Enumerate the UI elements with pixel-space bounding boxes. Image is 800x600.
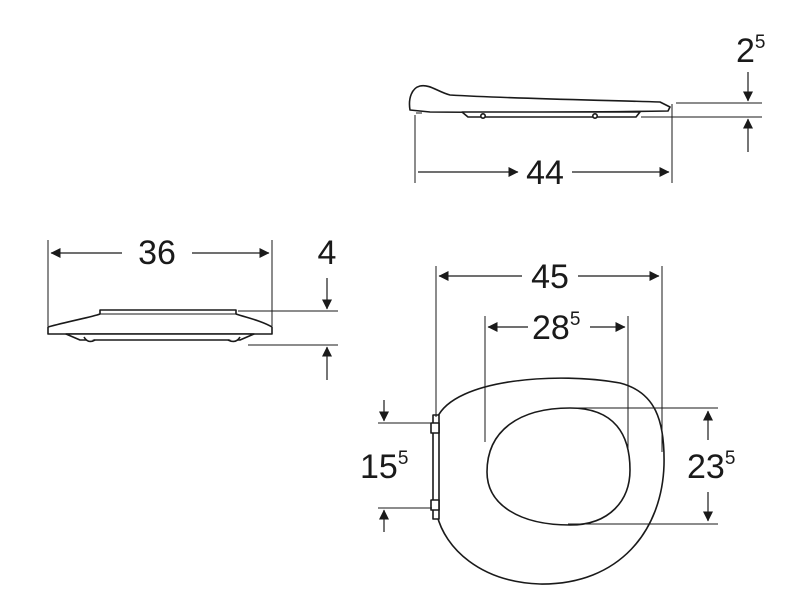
top-view-hinge-top [430,422,440,434]
top-view-hinge-bottom [430,499,440,511]
top-width-label: 45 [531,258,569,296]
top-view-inner-opening [486,407,631,526]
side-height-label: 25 [736,32,766,70]
side-view-seat-underside [461,111,641,118]
front-height-label: 4 [318,234,337,272]
inner-length-label: 235 [687,448,735,486]
side-view-buffer-front [479,113,486,120]
inner-width-label: 285 [532,309,580,347]
side-view: 44 25 [408,32,766,192]
hinge-distance-label: 155 [360,448,408,486]
side-length-label: 44 [526,154,564,192]
side-view-seat-profile [408,84,671,114]
front-view-foot-left [83,336,96,343]
side-view-buffer-rear [591,113,598,120]
front-view-seat-underside [65,333,255,341]
front-view: 36 4 [47,234,338,380]
front-width-label: 36 [138,234,176,272]
front-view-foot-right [227,336,241,343]
top-view: 45 285 155 235 [360,258,735,585]
